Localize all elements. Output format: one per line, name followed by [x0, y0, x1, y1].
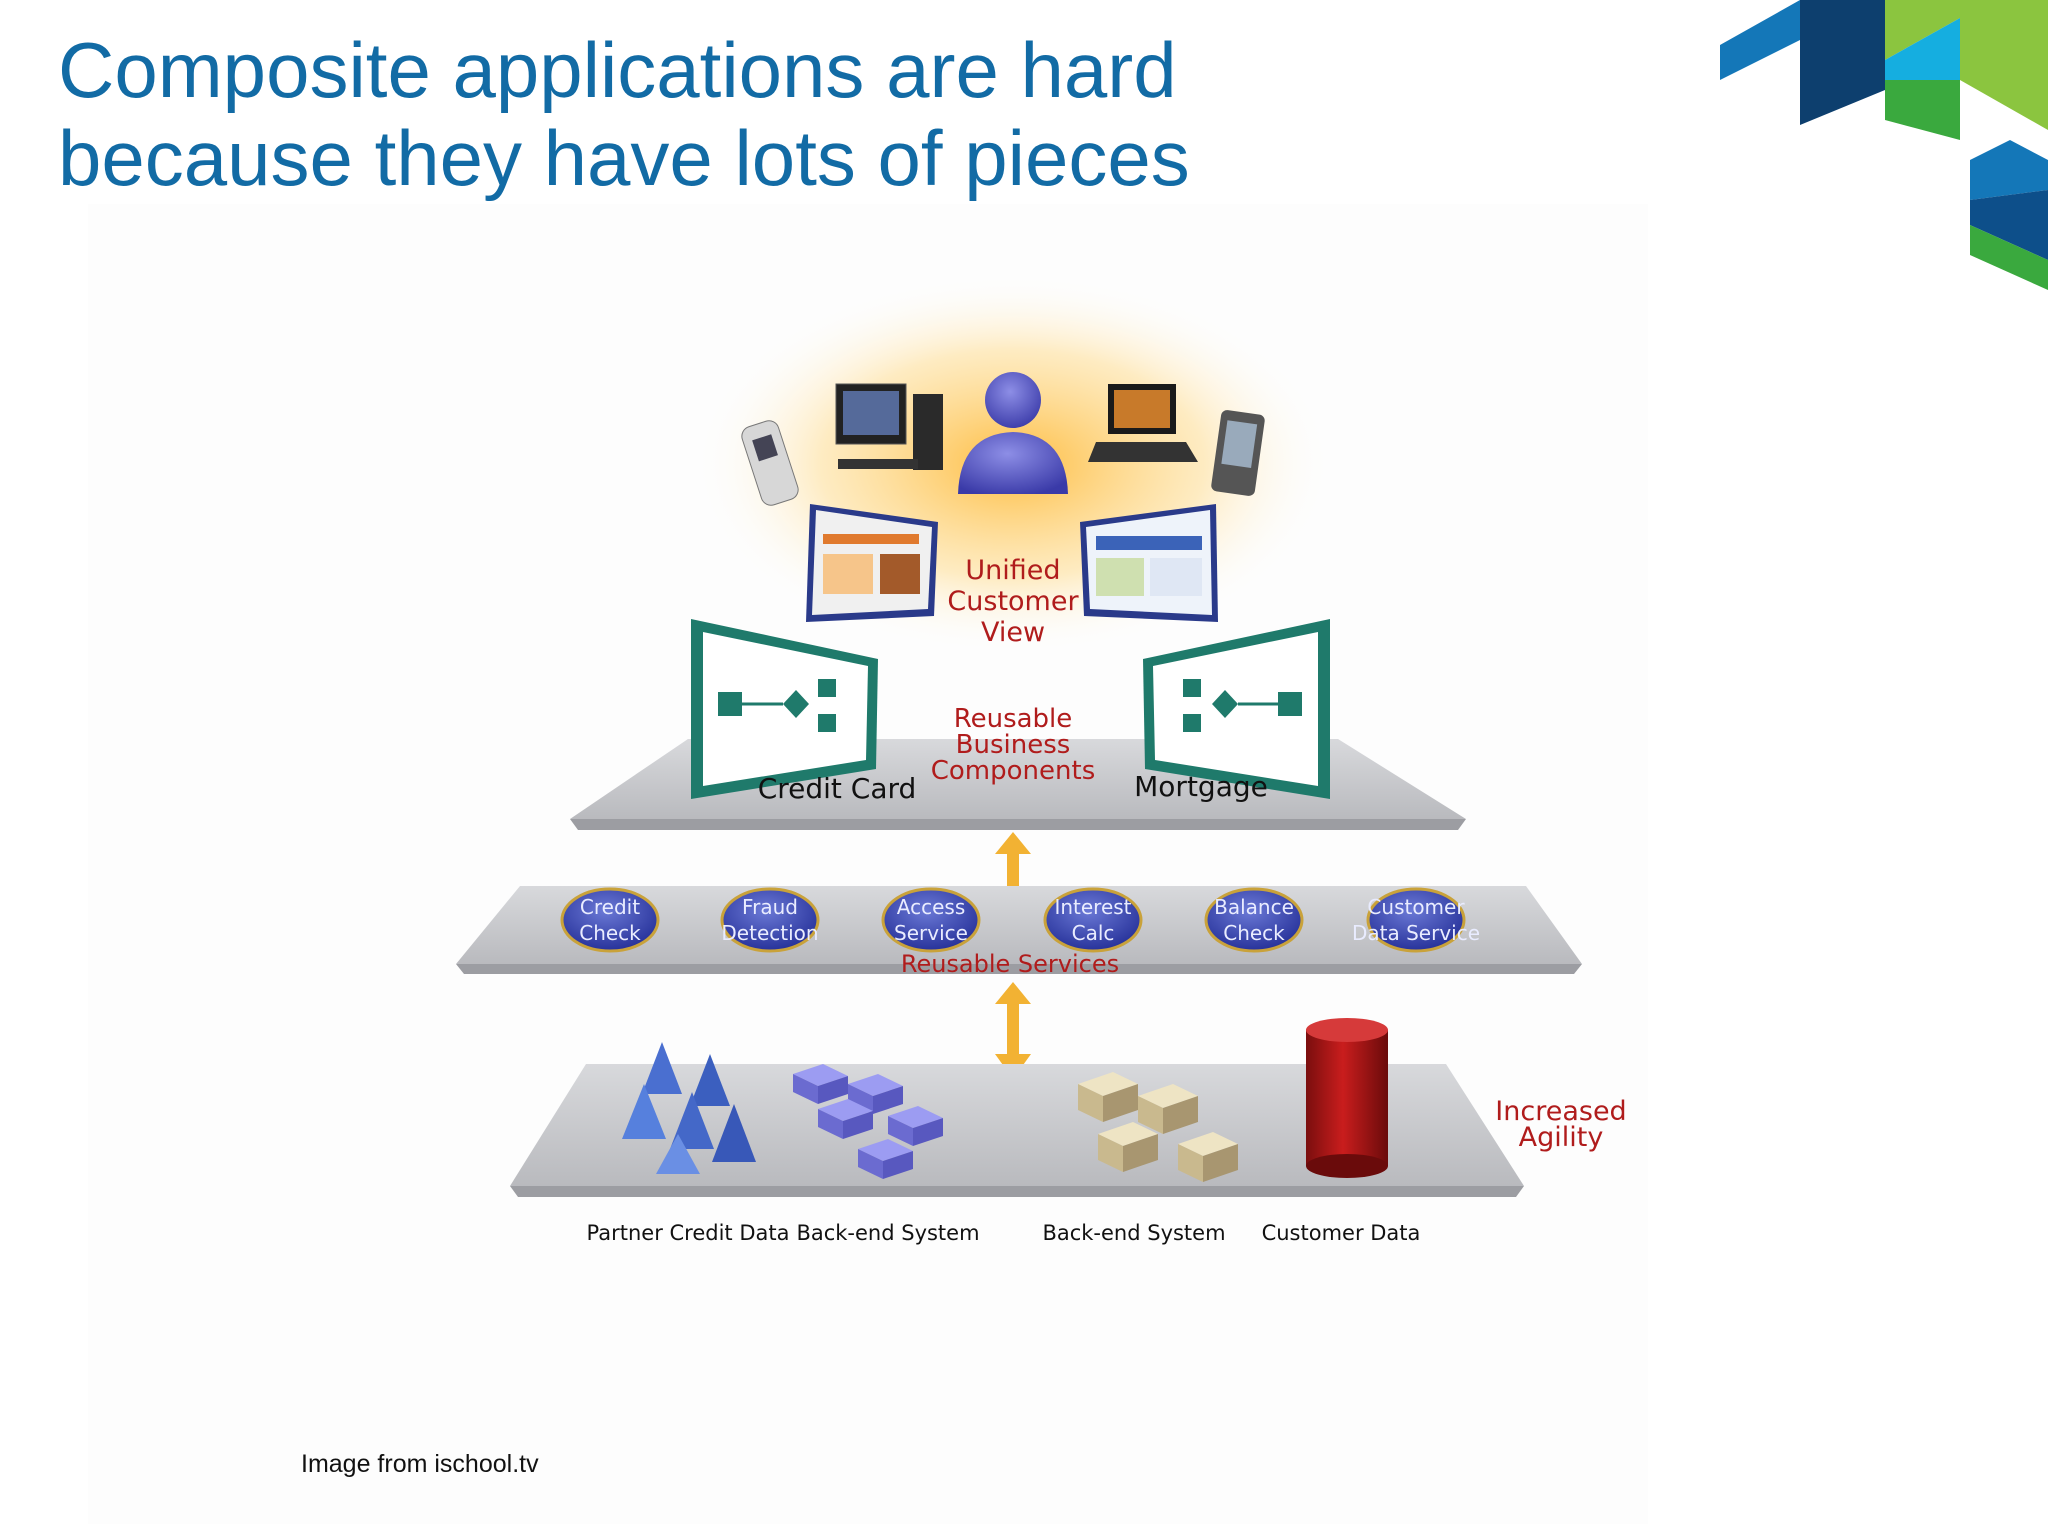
backend-system-label-1: Back-end System — [796, 1221, 979, 1245]
unified-label-2: Customer — [947, 586, 1079, 617]
backend-system-blocks-icon — [1078, 1072, 1238, 1182]
credit-card-process-panel — [691, 619, 878, 799]
service-pill-label-2: Check — [579, 921, 641, 945]
services-row: CreditCheckFraudDetectionAccessServiceIn… — [560, 887, 1480, 953]
reusable-business-label-2: Business — [956, 730, 1071, 760]
image-credit: Image from ischool.tv — [301, 1450, 539, 1478]
mortgage-process-panel — [1143, 619, 1330, 799]
service-pill-label-1: Interest — [1054, 895, 1131, 919]
agility-label-1: Increased — [1495, 1096, 1626, 1127]
mortgage-label: Mortgage — [1134, 770, 1268, 803]
service-pill-label-2: Calc — [1072, 921, 1115, 945]
unified-label-3: View — [981, 617, 1045, 648]
reusable-business-label-1: Reusable — [954, 704, 1073, 734]
service-pill-label-2: Data Service — [1352, 921, 1480, 945]
reusable-services-label: Reusable Services — [901, 950, 1119, 978]
web-screen-right — [1080, 504, 1218, 622]
logo-shape-4 — [1885, 18, 1960, 80]
logo-shape-5 — [1885, 80, 1960, 140]
architecture-diagram: Unified Customer View Reus — [88, 204, 1648, 1524]
slide-title: Composite applications are hard because … — [58, 26, 1358, 202]
service-pill-shape — [1204, 887, 1304, 953]
web-screen-left — [806, 504, 938, 622]
reusable-business-label-3: Components — [931, 756, 1096, 786]
service-pill-label-2: Detection — [721, 921, 818, 945]
laptop-icon — [1088, 384, 1198, 462]
desktop-computer-icon — [835, 383, 943, 470]
service-pill-label-1: Access — [897, 895, 965, 919]
mobile-phone-icon — [741, 420, 799, 506]
unified-label-1: Unified — [965, 555, 1060, 586]
service-pill-label-1: Fraud — [742, 895, 798, 919]
logo-shape-1 — [1720, 0, 1800, 80]
customer-data-label: Customer Data — [1262, 1221, 1421, 1245]
logo-shape-9 — [1970, 225, 2048, 290]
data-platform — [510, 1064, 1524, 1197]
corner-brand-graphic — [1720, 0, 2048, 290]
title-line-1: Composite applications are hard — [58, 26, 1177, 114]
user-icon — [958, 372, 1068, 494]
service-pill-label-2: Service — [894, 921, 968, 945]
service-pill-shape — [1366, 887, 1466, 953]
logo-shape-3 — [1885, 0, 1960, 60]
logo-shape-8 — [1970, 190, 2048, 260]
service-pill-label-1: Balance — [1214, 895, 1294, 919]
partner-credit-data-icon — [622, 1042, 756, 1174]
service-pill-shape — [881, 887, 981, 953]
backend-system-cubes-icon — [793, 1064, 943, 1179]
service-pill-label-2: Check — [1223, 921, 1285, 945]
logo-shape-7 — [1970, 140, 2048, 200]
service-pill-shape — [1043, 887, 1143, 953]
agility-label-2: Agility — [1519, 1122, 1604, 1153]
logo-shape-2 — [1800, 0, 1885, 125]
backend-system-label-2: Back-end System — [1042, 1221, 1225, 1245]
partner-credit-data-label: Partner Credit Data — [587, 1221, 790, 1245]
service-pill-label-1: Credit — [580, 895, 640, 919]
credit-card-label: Credit Card — [758, 772, 917, 805]
pda-icon — [1211, 410, 1265, 496]
service-pill-shape — [720, 887, 820, 953]
service-pill-label-1: Customer — [1367, 895, 1465, 919]
customer-data-database-icon — [1306, 1018, 1388, 1178]
logo-shape-6 — [1960, 0, 2048, 130]
title-line-2: because they have lots of pieces — [58, 114, 1190, 202]
service-pill-shape — [560, 887, 660, 953]
